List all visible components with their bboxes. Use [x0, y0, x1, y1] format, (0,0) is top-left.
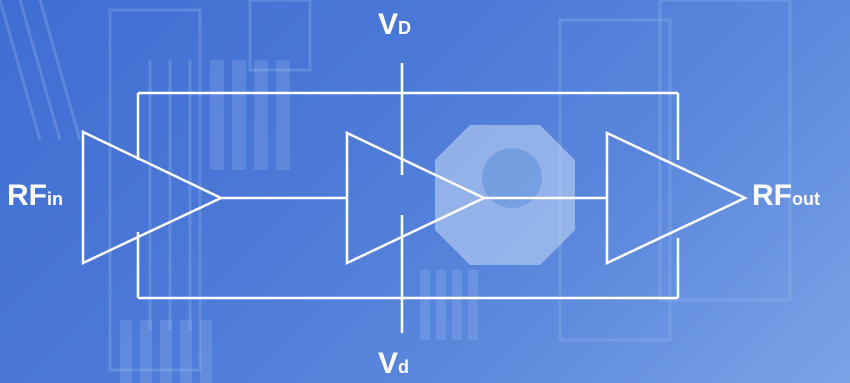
- rf-out-main: RF: [752, 179, 792, 212]
- rf-out-sub: out: [792, 189, 820, 209]
- amplifier-stage-3: [605, 131, 748, 265]
- vd-top-label: VD: [378, 10, 411, 40]
- rf-in-main: RF: [7, 179, 47, 212]
- vd-bottom-main: V: [378, 347, 399, 380]
- vd-bottom-sub: d: [398, 357, 410, 377]
- amplifier-stage-2: [345, 131, 487, 265]
- vd-top-sub: D: [398, 18, 412, 38]
- rf-in-sub: in: [47, 189, 63, 209]
- amplifier-stage-1: [81, 130, 224, 265]
- rf-out-label: RFout: [752, 181, 820, 211]
- via-circle: [482, 148, 542, 208]
- rf-in-label: RFin: [7, 181, 63, 211]
- vd-top-main: V: [378, 8, 399, 41]
- vd-bottom-label: Vd: [378, 349, 409, 379]
